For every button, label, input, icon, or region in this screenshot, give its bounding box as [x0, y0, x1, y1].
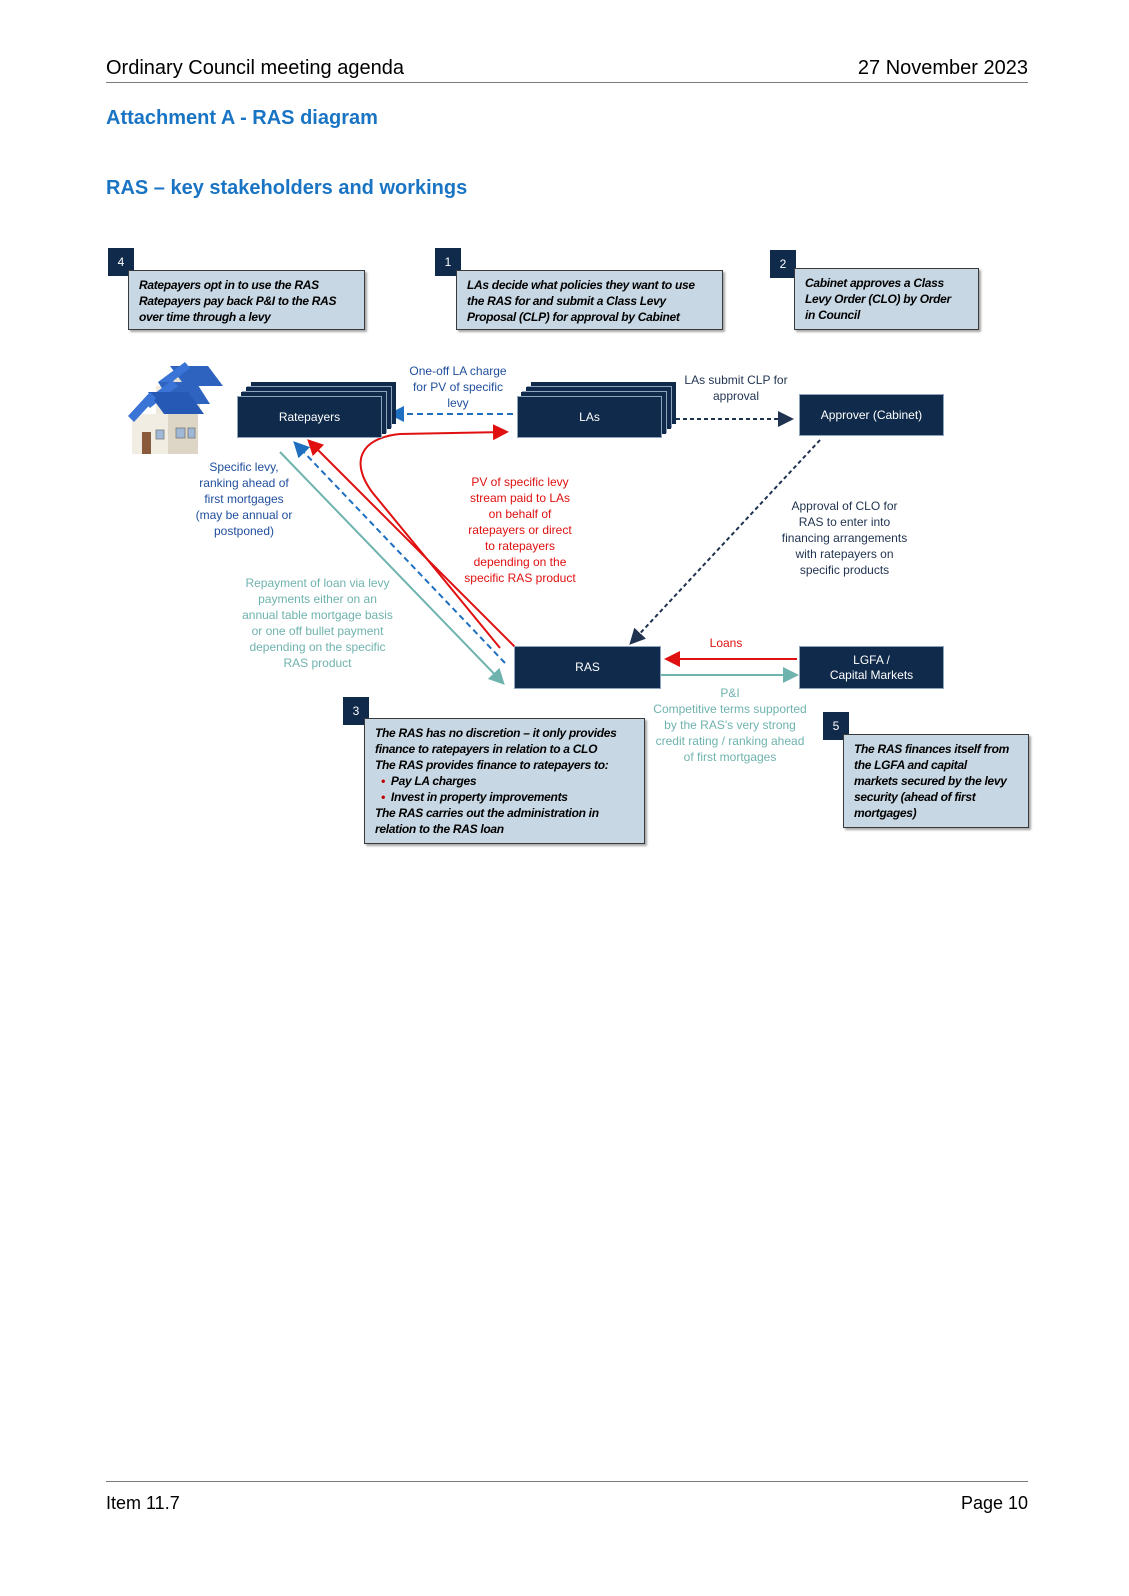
houses-illustration	[128, 362, 223, 454]
note-bullet-text: Invest in property improvements	[390, 790, 568, 804]
note-line: The RAS has no discretion – it only prov…	[375, 726, 617, 740]
note-line: Ratepayers opt in to use the RAS	[139, 278, 319, 292]
label-line: annual table mortgage basis	[242, 608, 393, 622]
note-line: The RAS carries out the administration i…	[375, 806, 599, 820]
note-line: over time through a levy	[139, 310, 271, 324]
label-one-off-charge: One-off LA charge for PV of specific lev…	[398, 363, 518, 411]
note-line: the LGFA and capital	[854, 758, 967, 772]
label-line: specific products	[799, 563, 890, 577]
entity-label: LGFA /	[853, 652, 890, 667]
note-cabinet: Cabinet approves a Class Levy Order (CLO…	[794, 268, 979, 330]
note-line: Proposal (CLP) for approval by Cabinet	[467, 310, 680, 324]
note-number-2: 2	[770, 250, 796, 278]
label-pi: P&I Competitive terms supported by the R…	[645, 685, 815, 765]
entity-las: LAs	[517, 396, 662, 438]
entity-ratepayers: Ratepayers	[237, 396, 382, 438]
footer-item: Item 11.7	[106, 1493, 180, 1513]
label-line: P&I	[720, 686, 740, 700]
label-line: payments either on an	[258, 592, 377, 606]
label-line: of first mortgages	[683, 750, 777, 764]
footer-rule	[106, 1481, 1028, 1482]
section-title: RAS – key stakeholders and workings	[106, 177, 468, 199]
label-line: first mortgages	[204, 492, 284, 506]
label-line: levy	[447, 396, 469, 410]
label-line: specific RAS product	[464, 571, 576, 585]
arrow-approval	[629, 439, 821, 645]
label-line: Competitive terms supported	[653, 702, 807, 716]
arrow-repayment	[279, 451, 505, 685]
note-line: mortgages)	[854, 806, 917, 820]
entity-label: Ratepayers	[278, 409, 341, 424]
label-line: depending on the	[473, 555, 567, 569]
header-rule	[106, 82, 1028, 83]
entity-label: RAS	[575, 660, 600, 674]
entity-approver: Approver (Cabinet)	[799, 394, 944, 436]
note-bullet: •Invest in property improvements	[381, 790, 568, 804]
note-line: the RAS for and submit a Class Levy	[467, 294, 666, 308]
label-line: One-off LA charge	[409, 364, 507, 378]
note-lgfa: The RAS finances itself from the LGFA an…	[843, 734, 1029, 828]
label-line: credit rating / ranking ahead	[655, 734, 805, 748]
label-line: LAs submit CLP for	[684, 373, 788, 387]
arrow-pv-to-las	[359, 424, 509, 649]
label-line: postponed)	[213, 524, 275, 538]
label-line: stream paid to LAs	[469, 491, 571, 505]
label-line: by the RAS's very strong	[664, 718, 796, 732]
header-date: 27 November 2023	[857, 57, 1028, 79]
attachment-title: Attachment A - RAS diagram	[106, 107, 378, 129]
label-specific-levy: Specific levy, ranking ahead of first mo…	[184, 459, 304, 539]
entity-label: Capital Markets	[829, 667, 914, 682]
label-line: with ratepayers on	[795, 547, 894, 561]
label-line: ranking ahead of	[199, 476, 289, 490]
label-line: approval	[712, 389, 760, 403]
label-line: RAS to enter into	[798, 515, 891, 529]
note-line: Levy Order (CLO) by Order	[805, 292, 951, 306]
header-title: Ordinary Council meeting agenda	[106, 57, 404, 79]
note-line: Cabinet approves a Class	[805, 276, 944, 290]
arrow-pv-to-ratepayers	[307, 439, 517, 649]
label-line: to ratepayers	[484, 539, 556, 553]
label-las-submit: LAs submit CLP for approval	[676, 372, 796, 404]
note-line: security (ahead of first	[854, 790, 976, 804]
entity-ras: RAS	[514, 646, 661, 689]
label-line: depending on the specific	[249, 640, 386, 654]
note-line: relation to the RAS loan	[375, 822, 504, 836]
note-line: The RAS finances itself from	[854, 742, 1009, 756]
note-las: LAs decide what policies they want to us…	[456, 270, 723, 330]
label-line: RAS product	[283, 656, 352, 670]
arrow-specific-levy	[293, 441, 506, 664]
label-line: PV of specific levy	[471, 475, 569, 489]
entity-lgfa: LGFA / Capital Markets	[799, 646, 944, 689]
label-line: Approval of CLO for	[791, 499, 898, 513]
label-pv-stream: PV of specific levy stream paid to LAs o…	[450, 474, 590, 586]
label-line: ratepayers or direct	[468, 523, 572, 537]
label-approval-clo: Approval of CLO for RAS to enter into fi…	[772, 498, 917, 578]
entity-label: Approver (Cabinet)	[820, 407, 923, 422]
entity-label: LAs	[579, 409, 600, 424]
label-loans: Loans	[709, 636, 743, 650]
note-bullet: •Pay LA charges	[381, 774, 477, 788]
note-line: markets secured by the levy	[854, 774, 1007, 788]
label-line: on behalf of	[488, 507, 552, 521]
label-line: Repayment of loan via levy	[245, 576, 390, 590]
note-line: finance to ratepayers in relation to a C…	[375, 742, 598, 756]
note-ras: The RAS has no discretion – it only prov…	[364, 718, 645, 844]
note-line: Ratepayers pay back P&I to the RAS	[139, 294, 337, 308]
note-ratepayers: Ratepayers opt in to use the RAS Ratepay…	[128, 270, 365, 330]
label-line: or one off bullet payment	[251, 624, 384, 638]
note-line: The RAS provides finance to ratepayers t…	[375, 758, 609, 772]
label-line: (may be annual or	[195, 508, 293, 522]
label-line: financing arrangements	[781, 531, 908, 545]
footer-page: Page 10	[960, 1493, 1028, 1513]
label-line: for PV of specific	[412, 380, 504, 394]
label-repayment: Repayment of loan via levy payments eith…	[230, 575, 405, 671]
note-line: LAs decide what policies they want to us…	[467, 278, 695, 292]
label-line: Specific levy,	[209, 460, 279, 474]
note-bullet-text: Pay LA charges	[390, 774, 477, 788]
note-line: in Council	[805, 308, 860, 322]
